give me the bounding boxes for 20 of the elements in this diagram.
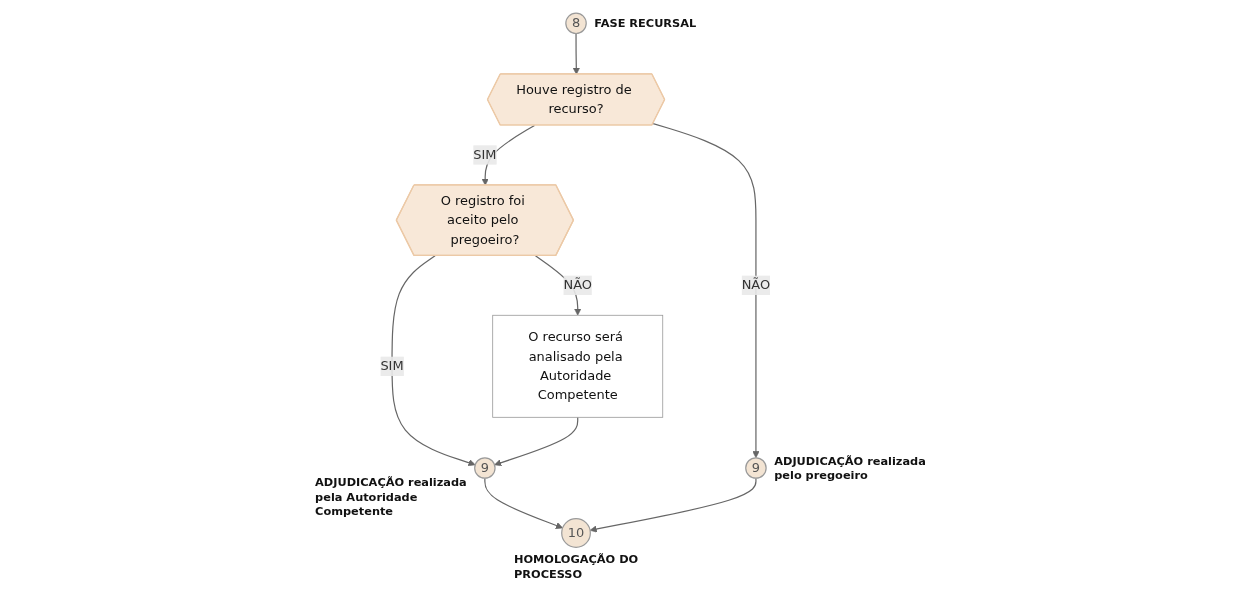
node-caption: ADJUDICAÇÃO realizada pelo pregoeiro (774, 453, 926, 483)
arrow (391, 255, 476, 467)
edge-label: SIM (380, 358, 404, 374)
arrow (484, 477, 564, 529)
node-circle: 10 (561, 518, 592, 548)
node-circle: 8 (565, 12, 587, 35)
node-caption: HOMOLOGAÇÃO DO PROCESSO (514, 552, 639, 582)
node-circle: 9 (474, 457, 496, 479)
edge-label: SIM (473, 146, 497, 163)
arrow (652, 122, 760, 459)
node-caption: ADJUDICAÇÃO realizada pela Autoridade Competente (315, 475, 467, 519)
arrow (572, 32, 580, 75)
arrow (589, 477, 757, 533)
node-circle: 9 (745, 457, 767, 479)
arrow (481, 124, 536, 186)
arrow (494, 416, 579, 467)
node-box: O recurso será analisado pela Autoridade Competente (492, 314, 664, 418)
edge-label: NÃO (741, 277, 771, 293)
node-caption: FASE RECURSAL (594, 16, 697, 31)
edge-label: NÃO (563, 277, 593, 293)
